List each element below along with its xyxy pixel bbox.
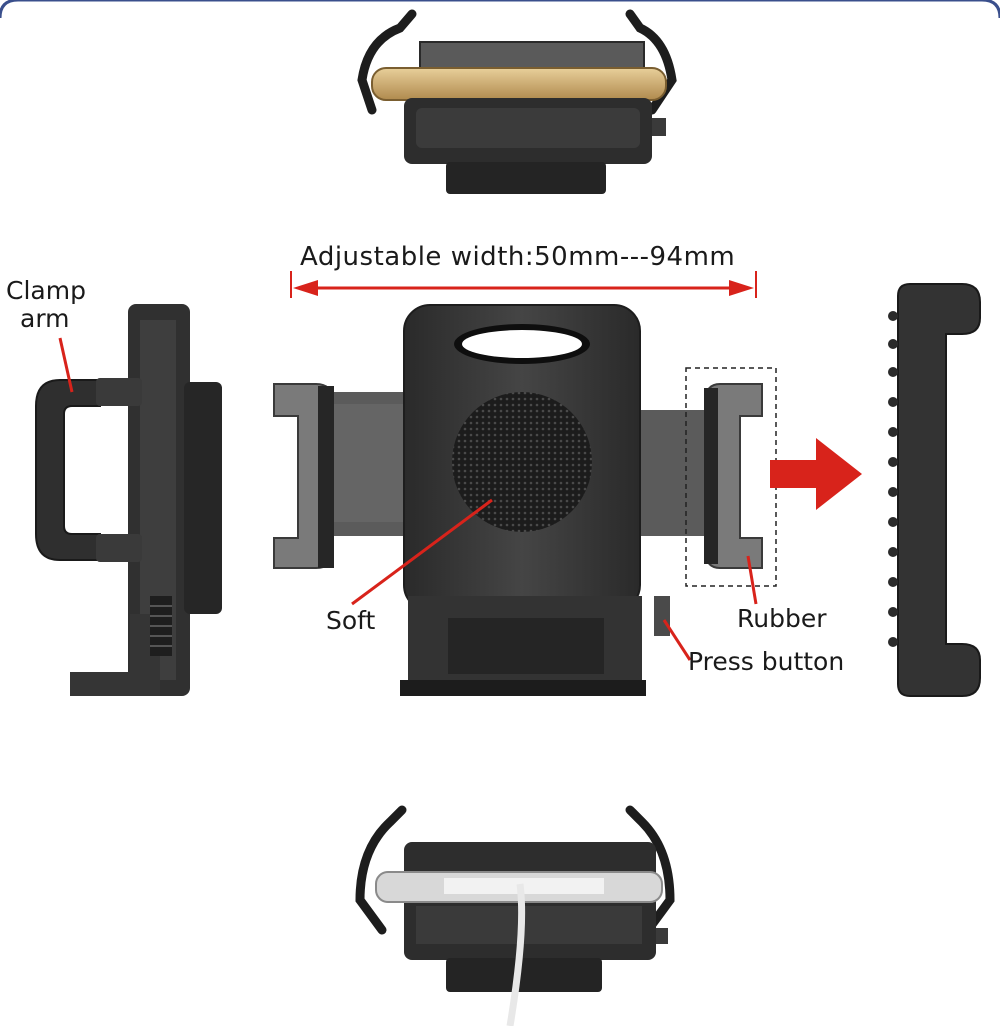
frame-border xyxy=(0,0,1000,19)
right-arrow-icon xyxy=(770,438,862,510)
width-dimension-arrow xyxy=(290,271,757,298)
side-view-holder xyxy=(35,304,222,696)
press-button-label: Press button xyxy=(688,647,845,676)
clamp-arm-label-line1: Clamp xyxy=(6,276,86,305)
rubber-pad-detail xyxy=(888,283,981,697)
clamp-arm-label-line2: arm xyxy=(20,304,70,333)
top-view-holder xyxy=(357,9,677,194)
adjustable-width-label: Adjustable width:50mm---94mm xyxy=(300,242,736,272)
bottom-view-holder xyxy=(355,805,675,1026)
soft-label: Soft xyxy=(326,606,376,635)
front-view-holder xyxy=(273,304,777,696)
rubber-label: Rubber xyxy=(737,604,827,633)
